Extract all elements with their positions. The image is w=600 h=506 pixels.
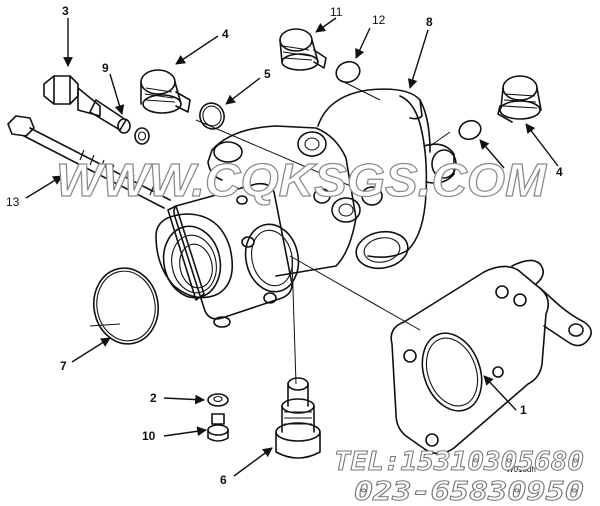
part-4-plug-top (140, 69, 191, 114)
arrow-13 (25, 175, 63, 199)
callout-4-right: 4 (556, 165, 563, 179)
watermark-phone: 023-65830950 (354, 477, 584, 506)
part-5-oring-inner (202, 105, 222, 127)
callout-11: 11 (330, 5, 343, 19)
arrow-6 (233, 447, 273, 477)
part-6-valve (275, 377, 321, 459)
arrow-9 (109, 73, 125, 115)
callout-4-top: 4 (222, 27, 229, 41)
callout-9: 9 (102, 61, 109, 75)
arrow-4-oring (479, 139, 505, 169)
arrow-4-right (525, 123, 559, 167)
callout-6: 6 (220, 473, 227, 487)
part-9-washer (134, 127, 150, 145)
callout-8: 8 (426, 15, 433, 29)
part-9-washer-inner (137, 131, 147, 141)
arrow-5 (225, 77, 261, 105)
watermark-site: WWW.CQKSGS.COM (56, 154, 548, 206)
alignment-line-2 (289, 255, 421, 331)
arrow-8 (407, 29, 429, 89)
part-7-oring-large-inner (96, 270, 156, 342)
part-11-plug (279, 28, 327, 71)
callout-12: 12 (372, 13, 386, 27)
part-oring-right (458, 119, 482, 141)
part-4-plug-right (497, 75, 542, 123)
callout-5: 5 (264, 67, 271, 81)
callout-2: 2 (150, 391, 157, 405)
callout-10: 10 (142, 429, 156, 443)
arrow-7 (71, 337, 111, 363)
arrow-12 (355, 27, 371, 59)
part-8-housing (155, 88, 457, 328)
drawing-code: W010dh (506, 465, 536, 474)
alignment-line-1 (291, 257, 297, 385)
alignment-line-3 (89, 323, 121, 327)
callout-1: 1 (520, 403, 527, 417)
part-2-washer (207, 393, 229, 407)
part-2-washer-inner (213, 395, 223, 403)
part-7-oring-large (93, 267, 159, 345)
arrow-10 (163, 426, 207, 437)
part-5-oring (199, 102, 225, 130)
alignment-line-4 (195, 119, 361, 191)
alignment-line-5 (339, 79, 381, 101)
arrow-2 (163, 394, 205, 405)
part-10-screw (207, 413, 229, 442)
part-1-gasket (390, 259, 592, 455)
callout-13: 13 (6, 195, 20, 209)
callout-7: 7 (60, 359, 67, 373)
arrow-11 (315, 17, 337, 33)
arrow-4-top (175, 35, 219, 65)
part-3-fitting (43, 75, 131, 134)
callout-3: 3 (62, 4, 69, 18)
alignment-line-6 (429, 131, 451, 147)
part-12-oring (335, 60, 361, 84)
part-13-bolt (7, 115, 171, 209)
arrow-1 (483, 375, 517, 411)
watermark-tel: TEL:15310305680 (334, 447, 584, 477)
